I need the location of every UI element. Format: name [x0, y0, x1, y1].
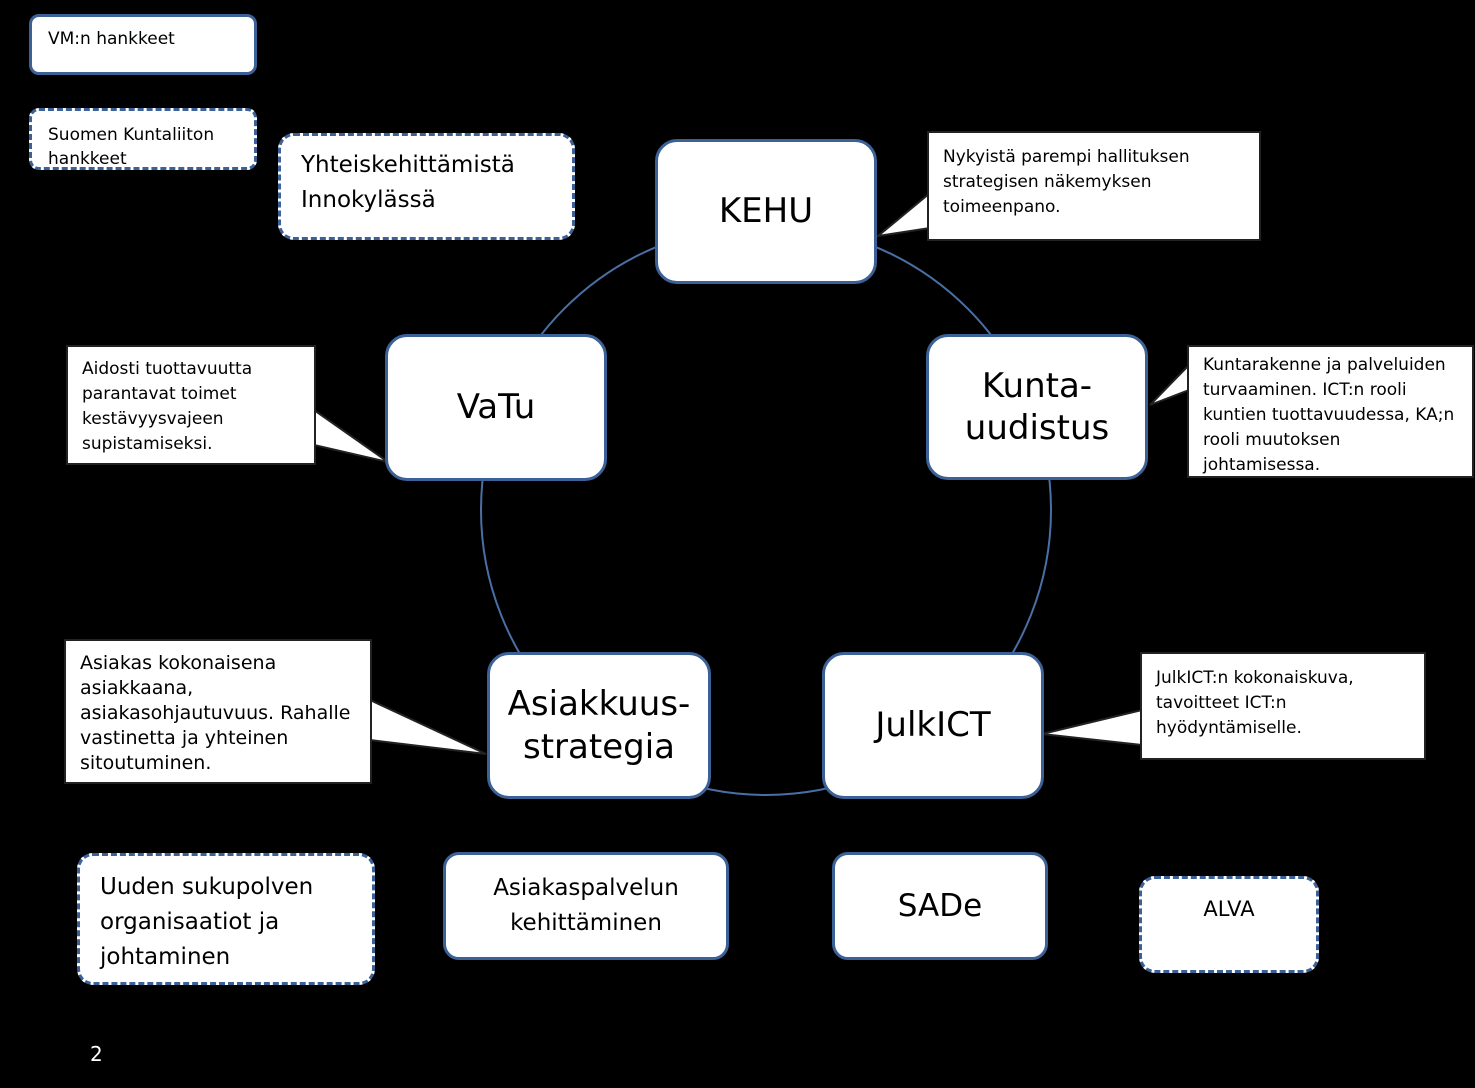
legend-vm-projects: VM:n hankkeet [29, 14, 257, 75]
callout-kunta-text: Kuntarakenne ja palveluiden turvaaminen.… [1203, 355, 1455, 475]
node-julkict-label: JulkICT [875, 705, 991, 746]
vatu-callout-pointer [313, 408, 389, 463]
callout-vatu-text: Aidosti tuottavuutta parantavat toimet k… [82, 359, 253, 454]
node-vatu-label: VaTu [456, 387, 536, 428]
node-kunta-label: Kunta-uudistus [964, 365, 1110, 449]
legend-vm-label: VM:n hankkeet [48, 29, 175, 49]
node-julkict: JulkICT [822, 652, 1044, 799]
kehu-callout-pointer [874, 190, 931, 238]
project-alva: ALVA [1139, 876, 1319, 973]
callout-kehu: Nykyistä parempi hallituksen strategisen… [927, 131, 1261, 241]
kunta-callout-pointer [1149, 362, 1190, 406]
asiakkuus-callout-pointer [369, 698, 487, 755]
project-uuden-sukupolven: Uuden sukupolven organisaatiot ja johtam… [77, 853, 375, 985]
node-kehu: KEHU [655, 139, 877, 284]
legend-kuntaliitto-projects: Suomen Kuntaliiton hankkeet [29, 108, 257, 170]
project-yhteiskehittamista: Yhteiskehittämistä Innokylässä [278, 133, 575, 240]
callout-vatu: Aidosti tuottavuutta parantavat toimet k… [66, 345, 316, 465]
callout-kunta-uudistus: Kuntarakenne ja palveluiden turvaaminen.… [1187, 345, 1474, 478]
callout-julkict-text: JulkICT:n kokonaiskuva, tavoitteet ICT:n… [1156, 668, 1354, 738]
callout-kehu-text: Nykyistä parempi hallituksen strategisen… [943, 147, 1190, 217]
node-kehu-label: KEHU [718, 191, 814, 232]
legend-kuntaliitto-label: Suomen Kuntaliiton hankkeet [48, 125, 215, 169]
project-yhteiskehittamista-label: Yhteiskehittämistä Innokylässä [301, 152, 515, 213]
project-uuden-sukupolven-label: Uuden sukupolven organisaatiot ja johtam… [100, 874, 314, 970]
node-kunta-uudistus: Kunta-uudistus [926, 334, 1148, 480]
node-asiakkuusstrategia: Asiakkuus-strategia [487, 652, 711, 799]
project-asiakaspalvelun-kehittaminen: Asiakaspalvelun kehittäminen [443, 852, 729, 960]
callout-asiakkuus-text: Asiakas kokonaisena asiakkaana, asiakaso… [80, 652, 351, 774]
julkict-callout-pointer [1041, 708, 1143, 747]
project-alva-label: ALVA [1203, 897, 1255, 921]
project-sade: SADe [832, 852, 1048, 960]
callout-asiakkuusstrategia: Asiakas kokonaisena asiakkaana, asiakaso… [64, 639, 372, 784]
node-vatu: VaTu [385, 334, 607, 481]
project-asiakaspalvelun-label: Asiakaspalvelun kehittäminen [493, 875, 679, 936]
page-number: 2 [90, 1042, 103, 1066]
node-asiakkuus-label: Asiakkuus-strategia [507, 684, 691, 767]
project-sade-label: SADe [897, 888, 983, 924]
callout-julkict: JulkICT:n kokonaiskuva, tavoitteet ICT:n… [1140, 652, 1426, 760]
